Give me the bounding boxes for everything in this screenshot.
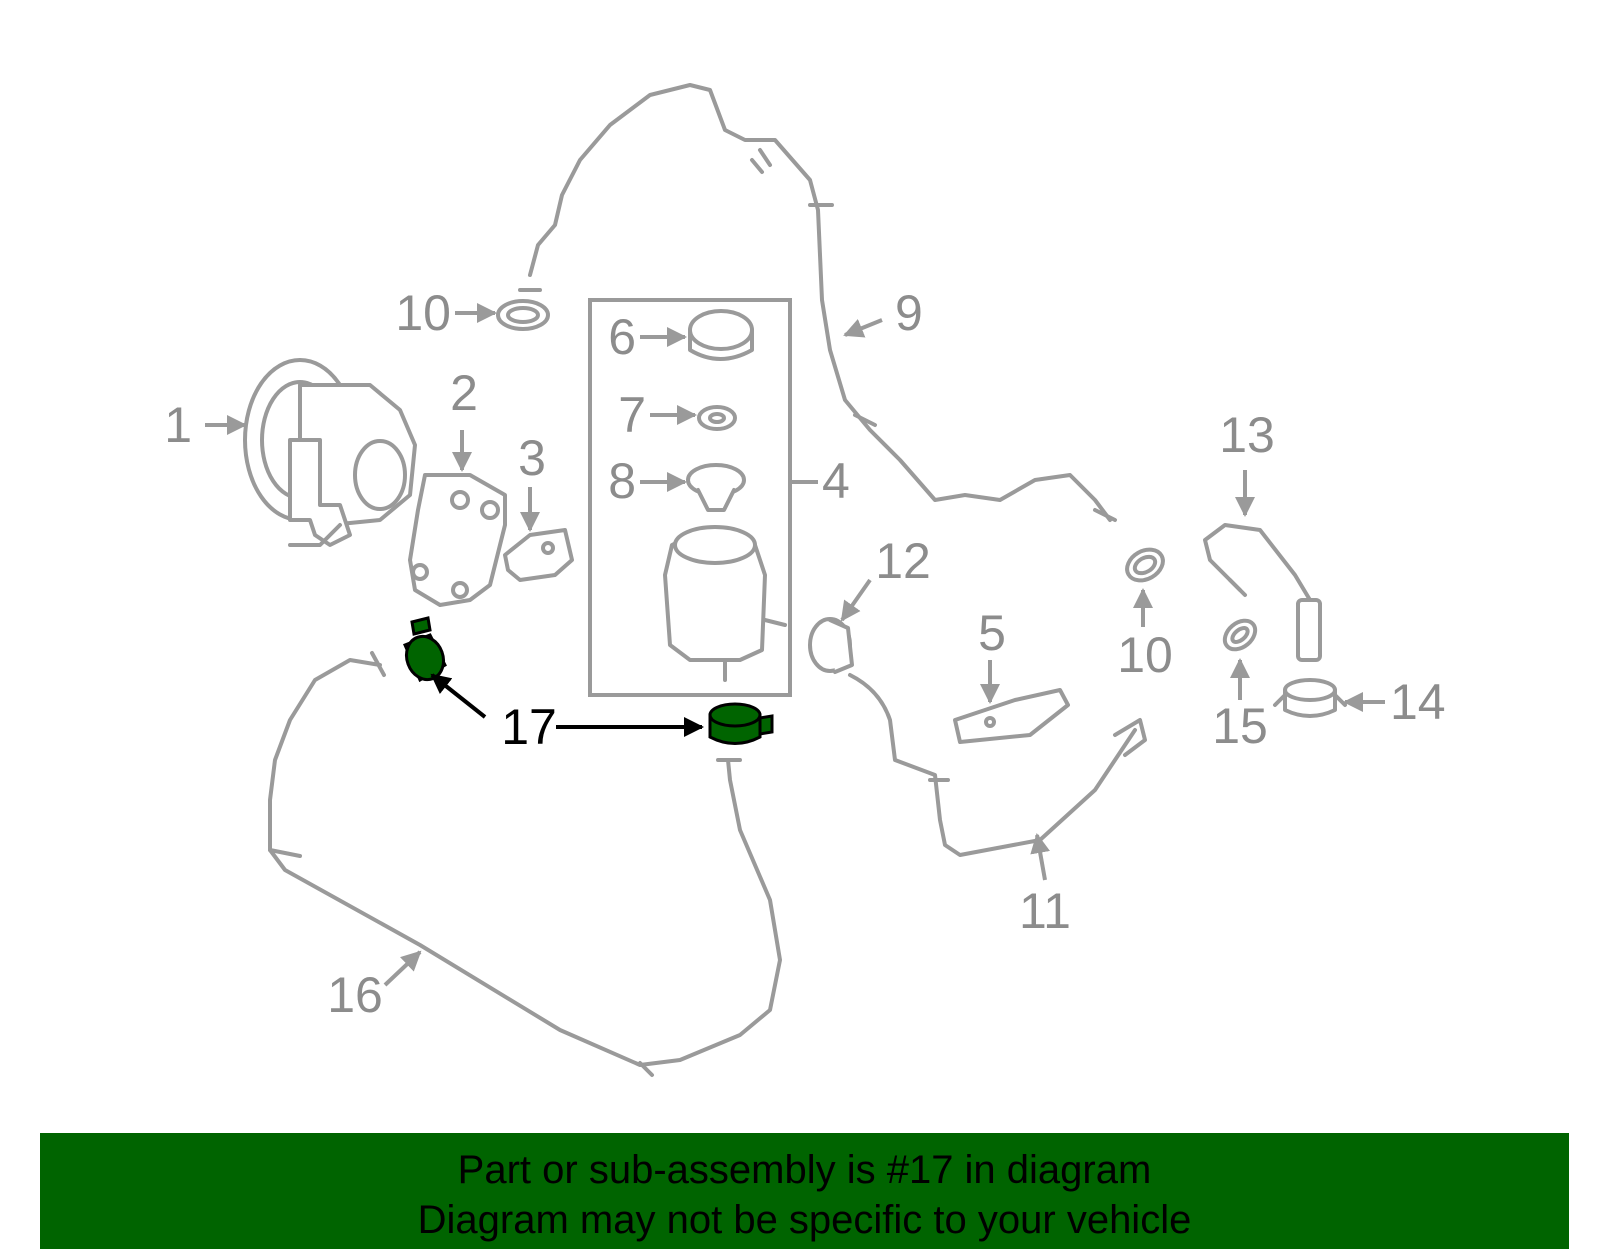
part-15-seal [1222,618,1258,652]
part-2-bracket [408,473,507,607]
callout-12: 12 [875,533,931,589]
parts-diagram: 1 2 3 4 5 6 7 8 9 10 10 11 12 13 14 15 1… [164,83,1446,1077]
info-banner: Part or sub-assembly is #17 in diagram D… [40,1133,1569,1249]
leader-17-upper [430,673,487,719]
callout-13: 13 [1219,407,1275,463]
callout-6: 6 [608,309,636,365]
callout-3: 3 [518,430,546,486]
leader-16 [383,950,422,987]
part-17-clamp-upper [403,616,447,683]
part-8-filter [686,463,746,512]
callout-10-right: 10 [1117,627,1173,683]
part-9-pressure-hose [518,83,1117,522]
callout-14: 14 [1390,674,1446,730]
callout-5: 5 [978,605,1006,661]
callout-8: 8 [608,453,636,509]
leader-lines [205,303,1385,987]
callout-2: 2 [450,365,478,421]
part-14-clamp [1273,678,1347,718]
callout-4: 4 [822,453,850,509]
part-10-seal-left [496,299,550,331]
callout-15: 15 [1212,698,1268,754]
leader-11 [1030,833,1050,881]
part-13-line [1203,523,1322,662]
callout-labels: 1 2 3 4 5 6 7 8 9 10 10 11 12 13 14 15 1… [164,285,1445,1023]
part-12-clamp [808,617,854,674]
part-11-return-line [848,673,1147,857]
callout-17: 17 [501,699,557,755]
banner-line-part-number: Part or sub-assembly is #17 in diagram [457,1148,1152,1192]
part-4-reservoir-assembly [588,298,792,697]
part-7-seal [697,405,737,431]
callout-11: 11 [1019,883,1071,939]
callout-1: 1 [164,397,192,453]
part-6-cap [688,309,754,361]
part-3-small-bracket [503,528,574,582]
callout-7: 7 [618,387,646,443]
banner-line-disclaimer: Diagram may not be specific to your vehi… [417,1198,1192,1242]
callout-9: 9 [895,285,923,341]
part-5-bracket [953,688,1070,744]
part-16-hose [268,651,782,1077]
part-17-clamp-lower [708,702,774,745]
leader-9 [843,318,883,338]
part-10-seal-right [1125,547,1165,583]
leader-12 [840,578,872,622]
part-1-pump [243,358,417,547]
callout-10-left: 10 [395,285,451,341]
callout-16: 16 [327,967,383,1023]
